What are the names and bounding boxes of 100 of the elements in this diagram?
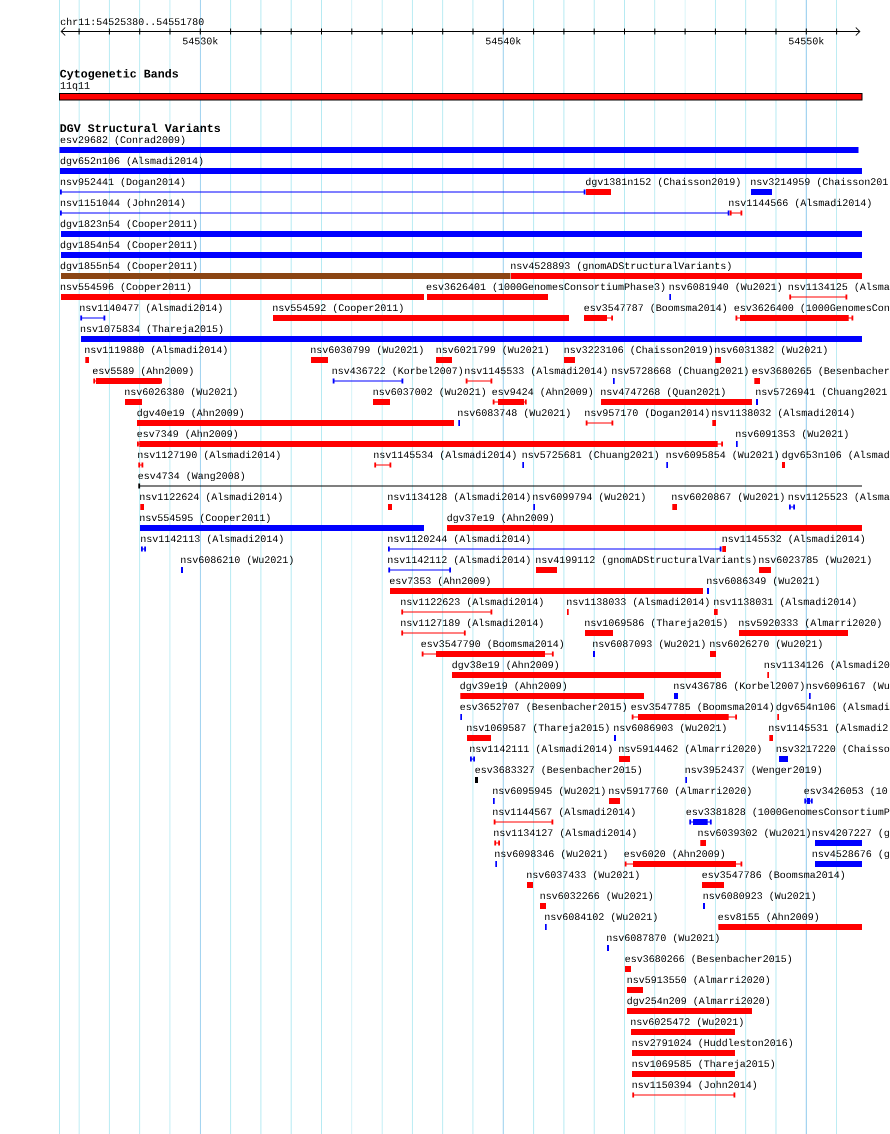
variant-label: nsv5728668 (Chuang2021) — [612, 366, 748, 377]
variant-label: esv3626401 (1000GenomesConsortiumPhase3) — [426, 282, 665, 293]
variant-label: nsv6032266 (Wu2021) — [540, 891, 653, 902]
variant-label: nsv1138032 (Alsmadi2014) — [712, 408, 854, 419]
tick-label: 54530k — [182, 37, 218, 45]
variant-label: nsv1145532 (Alsmadi2014) — [722, 534, 865, 545]
variant-label: dgv1823n54 (Cooper2011) — [60, 219, 197, 230]
track-title: Cytogenetic Bands — [60, 69, 178, 80]
variant-label: nsv1134127 (Alsmadi2014) — [494, 828, 636, 839]
variant-label: dgv1854n54 (Cooper2011) — [60, 240, 197, 251]
variant-label: nsv5920333 (Almarri2020) — [739, 618, 881, 629]
variant-label: esv3626400 (1000GenomesCon — [734, 303, 889, 314]
variant-label: nsv1127190 (Alsmadi2014) — [138, 450, 280, 461]
variant-label: esv7353 (Ahn2009) — [389, 576, 490, 587]
variant-label: dgv1381n152 (Chaisson2019) — [586, 177, 740, 188]
variant-label: nsv6039302 (Wu2021) — [698, 828, 810, 839]
variant-label: nsv1069587 (Thareja2015) — [467, 723, 609, 734]
variant-label: nsv3217220 (Chaisso — [776, 744, 890, 755]
position-label: chr11:54525380..54551780 — [60, 17, 204, 26]
variant-label: nsv554592 (Cooper2011) — [273, 303, 403, 314]
variant-label: nsv957170 (Dogan2014) — [585, 408, 709, 419]
variant-label: nsv1125523 (Alsma — [788, 492, 890, 503]
variant-label: nsv1075834 (Thareja2015) — [80, 324, 223, 335]
tick-label: 54540k — [485, 37, 521, 45]
variant-label: esv3547787 (Boomsma2014) — [584, 303, 727, 314]
variant-label: esv3381828 (1000GenomesConsortiumP — [686, 807, 890, 818]
variant-label: nsv1122624 (Alsmadi2014) — [140, 492, 282, 503]
band-label: 11q11 — [60, 82, 90, 91]
variant-label: nsv6020867 (Wu2021) — [672, 492, 784, 503]
variant-label: nsv6080923 (Wu2021) — [703, 891, 816, 902]
variant-label: nsv1127189 (Alsmadi2014) — [401, 618, 543, 629]
variant-label: nsv6021799 (Wu2021) — [436, 345, 549, 356]
variant-label: nsv1142112 (Alsmadi2014) — [388, 555, 530, 566]
variant-label: nsv1145531 (Alsmadi2 — [769, 723, 888, 734]
variant-label: nsv6081940 (Wu2021) — [669, 282, 782, 293]
variant-label: nsv6026380 (Wu2021) — [125, 387, 237, 398]
variant-label: nsv6086903 (Wu2021) — [614, 723, 726, 734]
variant-label: nsv1138033 (Alsmadi2014) — [567, 597, 709, 608]
variant-label: esv3426053 (10 — [804, 786, 888, 797]
variant-label: nsv5726941 (Chuang2021 — [756, 387, 887, 398]
variant-label: nsv1134125 (Alsma — [788, 282, 890, 293]
variant-label: nsv6037002 (Wu2021) — [373, 387, 486, 398]
variant-label: esv3680265 (Besenbacher — [752, 366, 889, 377]
variant-label: nsv436786 (Korbel2007) — [674, 681, 804, 692]
tick-label: 54550k — [788, 37, 824, 45]
variant-label: dgv652n106 (Alsmadi2014) — [60, 156, 203, 167]
variant-label: nsv6037433 (Wu2021) — [527, 870, 639, 881]
variant-label: esv7349 (Ahn2009) — [137, 429, 238, 440]
variant-label: nsv6086349 (Wu2021) — [707, 576, 819, 587]
variant-label: nsv1120244 (Alsmadi2014) — [388, 534, 530, 545]
variant-label: nsv1069586 (Thareja2015) — [585, 618, 727, 629]
variant-label: nsv1122623 (Alsmadi2014) — [401, 597, 543, 608]
variant-label: nsv3952437 (Wenger2019) — [685, 765, 822, 776]
variant-label: nsv5725681 (Chuang2021) — [522, 450, 659, 461]
variant-label: nsv5914462 (Almarri2020) — [619, 744, 761, 755]
variant-label: nsv5913550 (Almarri2020) — [627, 975, 770, 986]
variant-label: dgv38e19 (Ahn2009) — [452, 660, 559, 671]
variant-label: nsv5917760 (Almarri2020) — [609, 786, 751, 797]
variant-label: esv3652707 (Besenbacher2015) — [460, 702, 627, 713]
variant-label: nsv436722 (Korbel2007) — [332, 366, 463, 377]
variant-label: nsv6023785 (Wu2021) — [759, 555, 871, 566]
variant-label: dgv39e19 (Ahn2009) — [460, 681, 567, 692]
variant-label: nsv1134128 (Alsmadi2014) — [388, 492, 530, 503]
variant-label: nsv1144567 (Alsmadi2014) — [493, 807, 635, 818]
variant-label: dgv653n106 (Alsmad — [782, 450, 889, 461]
variant-label: esv5589 (Ahn2009) — [92, 366, 193, 377]
variant-label: nsv1142111 (Alsmadi2014) — [470, 744, 612, 755]
variant-label: nsv1069585 (Thareja2015) — [632, 1059, 775, 1070]
variant-label: nsv3214959 (Chaisson201 — [751, 177, 888, 188]
variant-label: nsv554595 (Cooper2011) — [140, 513, 270, 524]
variant-label: nsv1138031 (Alsmadi2014) — [714, 597, 856, 608]
variant-label: esv4734 (Wang2008) — [138, 471, 245, 482]
variant-label: nsv6098346 (Wu2021) — [495, 849, 607, 860]
variant-label: esv3547786 (Boomsma2014) — [702, 870, 845, 881]
variant-label: dgv654n106 (Alsmadi — [776, 702, 890, 713]
variant-label: nsv6031382 (Wu2021) — [715, 345, 827, 356]
variant-label: esv9424 (Ahn2009) — [492, 387, 593, 398]
variant-label: nsv4528893 (gnomADStructuralVariants) — [511, 261, 731, 272]
variant-label: nsv6091353 (Wu2021) — [736, 429, 848, 440]
variant-label: nsv2791024 (Huddleston2016) — [632, 1038, 793, 1049]
variant-label: esv6020 (Ahn2009) — [624, 849, 725, 860]
variant-label: nsv6025472 (Wu2021) — [631, 1017, 743, 1028]
variant-label: nsv6095945 (Wu2021) — [493, 786, 605, 797]
variant-label: esv3547790 (Boomsma2014) — [421, 639, 564, 650]
track-title: DGV Structural Variants — [60, 123, 221, 133]
variant-label: nsv4207227 (g — [812, 828, 889, 839]
variant-label: nsv554596 (Cooper2011) — [60, 282, 191, 293]
variant-label: nsv1144566 (Alsmadi2014) — [729, 198, 871, 209]
variant-label: nsv1151044 (John2014) — [60, 198, 185, 209]
variant-label: nsv1119880 (Alsmadi2014) — [85, 345, 227, 356]
variant-label: nsv1142113 (Alsmadi2014) — [141, 534, 283, 545]
variant-label: nsv952441 (Dogan2014) — [60, 177, 185, 188]
variant-label: nsv6099794 (Wu2021) — [533, 492, 645, 503]
variant-label: nsv6026270 (Wu2021) — [710, 639, 822, 650]
variant-label: dgv40e19 (Ahn2009) — [137, 408, 244, 419]
variant-label: esv3683327 (Besenbacher2015) — [475, 765, 642, 776]
variant-label: nsv4747268 (Quan2021) — [601, 387, 725, 398]
variant-label: nsv1150394 (John2014) — [632, 1080, 757, 1091]
variant-label: nsv1140477 (Alsmadi2014) — [80, 303, 222, 314]
variant-label: dgv37e19 (Ahn2009) — [447, 513, 554, 524]
